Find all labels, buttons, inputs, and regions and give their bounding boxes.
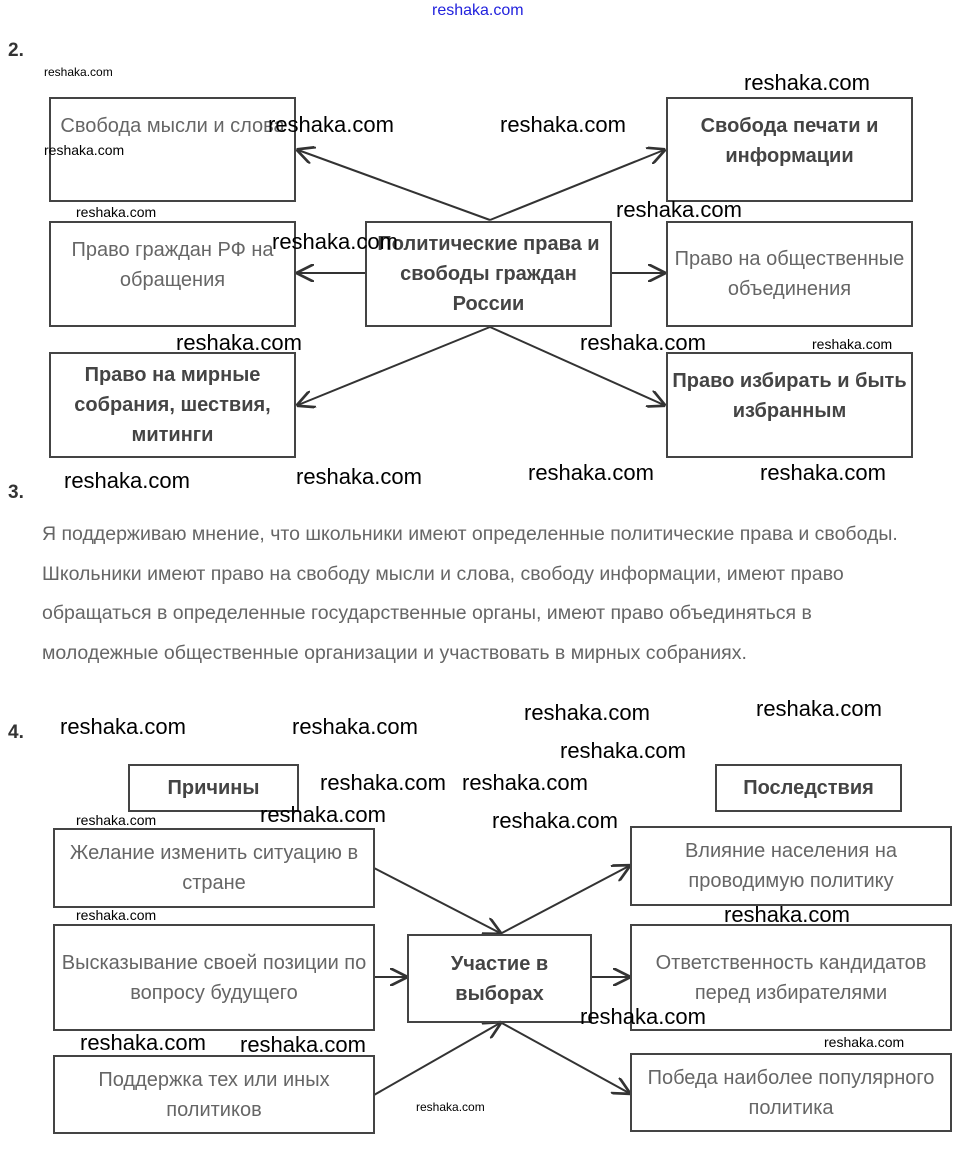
watermark: reshaka.com xyxy=(272,229,398,254)
box-associations: Право на общественные объединения xyxy=(666,221,913,327)
watermark: reshaka.com xyxy=(812,336,893,352)
arrow xyxy=(298,150,491,221)
task-2-number: 2. xyxy=(8,40,24,61)
watermark: reshaka.com xyxy=(44,65,113,79)
watermark: reshaka.com xyxy=(462,770,588,795)
watermark: reshaka.com xyxy=(824,1034,905,1050)
watermark: reshaka.com xyxy=(524,700,650,725)
watermark: reshaka.com xyxy=(268,112,394,137)
cause-box: Поддержка тех или иных политиков xyxy=(53,1055,375,1134)
watermark: reshaka.com xyxy=(560,738,686,763)
box-press: Свобода печати и информации xyxy=(666,97,913,202)
watermark: reshaka.com xyxy=(744,70,870,95)
task-3-number: 3. xyxy=(8,482,24,503)
box-freedom-thought: Свобода мысли и слова xyxy=(49,97,296,202)
watermark: reshaka.com xyxy=(60,714,186,739)
box-elect: Право избирать и быть избранным xyxy=(666,352,913,458)
watermark: reshaka.com xyxy=(528,460,654,485)
watermark: reshaka.com xyxy=(500,112,626,137)
consequence-box: Победа наиболее популярного политика xyxy=(630,1053,952,1132)
watermark: reshaka.com xyxy=(580,1004,706,1029)
arrow xyxy=(499,1021,629,1093)
arrow xyxy=(489,326,664,405)
watermark: reshaka.com xyxy=(724,902,850,927)
arrow xyxy=(298,326,491,405)
watermark: reshaka.com xyxy=(44,142,125,158)
watermark: reshaka.com xyxy=(416,1100,485,1114)
watermark: reshaka.com xyxy=(580,330,706,355)
watermark: reshaka.com xyxy=(76,907,157,923)
watermark: reshaka.com xyxy=(80,1030,206,1055)
watermark: reshaka.com xyxy=(616,197,742,222)
box-assembly: Право на мирные собрания, шествия, митин… xyxy=(49,352,296,458)
watermark: reshaka.com xyxy=(64,468,190,493)
arrow xyxy=(499,866,629,935)
box-center-rights: Политические права и свободы граждан Рос… xyxy=(365,221,612,327)
arrow xyxy=(373,867,500,933)
task-3-text: Я поддерживаю мнение, что школьники имею… xyxy=(42,523,898,664)
watermark: reshaka.com xyxy=(76,204,157,220)
watermark: reshaka.com xyxy=(296,464,422,489)
box-appeals: Право граждан РФ на обращения xyxy=(49,221,296,327)
cause-box: Высказывание своей позиции по вопросу бу… xyxy=(53,924,375,1031)
arrow xyxy=(489,150,664,221)
watermark: reshaka.com xyxy=(76,812,157,828)
watermark: reshaka.com xyxy=(760,460,886,485)
watermark: reshaka.com xyxy=(756,696,882,721)
causes-title: Причины xyxy=(128,764,299,812)
consequence-box: Влияние населения на проводимую политику xyxy=(630,826,952,906)
watermark: reshaka.com xyxy=(176,330,302,355)
watermark: reshaka.com xyxy=(240,1032,366,1057)
header-link[interactable]: reshaka.com xyxy=(432,2,524,19)
task-4-number: 4. xyxy=(8,722,24,743)
arrow xyxy=(373,1023,500,1096)
watermark: reshaka.com xyxy=(320,770,446,795)
cause-box: Желание изменить ситуацию в стране xyxy=(53,828,375,908)
watermark: reshaka.com xyxy=(492,808,618,833)
box-center-elections: Участие в выборах xyxy=(407,934,592,1023)
watermark: reshaka.com xyxy=(292,714,418,739)
consequence-box: Ответственность кандидатов перед избират… xyxy=(630,924,952,1031)
watermark: reshaka.com xyxy=(260,802,386,827)
consequences-title: Последствия xyxy=(715,764,902,812)
